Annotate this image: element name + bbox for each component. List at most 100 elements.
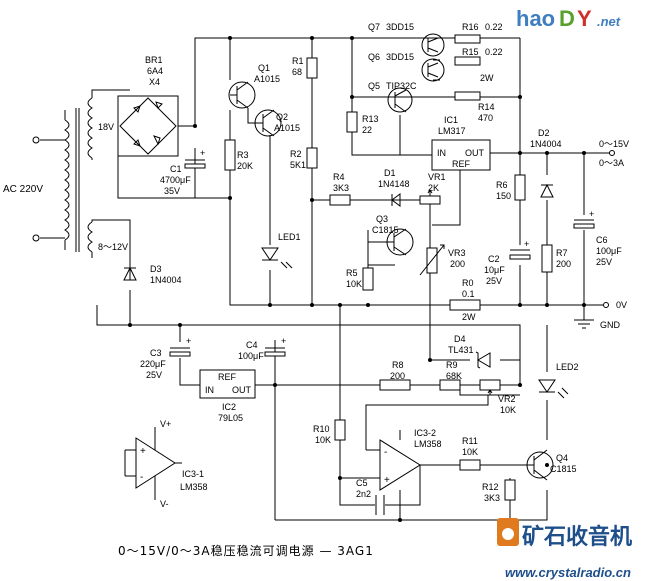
d1-type: 1N4148 xyxy=(378,179,410,189)
r12-body xyxy=(504,479,516,501)
r15-value: 0.22 xyxy=(485,47,503,57)
component-labels: C1 4700μF 35V Q1 A1015 Q2 A1015 R3 20K R… xyxy=(140,22,629,503)
q1-ref: Q1 xyxy=(258,63,270,73)
ic3-1-ref: IC3-1 xyxy=(182,469,204,479)
d2-type: 1N4004 xyxy=(530,139,562,149)
ac-220v-label: AC 220V xyxy=(3,184,43,195)
d4-ref: D4 xyxy=(454,334,466,344)
junctions xyxy=(128,36,586,522)
r1-ref: R1 xyxy=(292,56,304,66)
c6-value: 100μF xyxy=(596,246,622,256)
r4-body xyxy=(329,194,351,206)
q4-symbol xyxy=(520,449,554,481)
r5-body xyxy=(362,267,374,291)
vr1-ref: VR1 xyxy=(428,172,446,182)
c6-ref: C6 xyxy=(596,235,608,245)
r14-ref: R14 xyxy=(478,102,495,112)
bridge-rectifier-br1: BR1 6A4 X4 xyxy=(117,55,179,157)
r6-ref: R6 xyxy=(496,180,508,190)
d4-type: TL431 xyxy=(448,345,474,355)
ic2-out-pin: OUT xyxy=(232,385,252,395)
r10-ref: R10 xyxy=(313,424,330,434)
watermark-url: www.crystalradio.cn xyxy=(505,565,631,580)
ic1-type: LM317 xyxy=(438,126,466,136)
c4-symbol: + xyxy=(264,336,286,357)
c3-ref: C3 xyxy=(150,348,162,358)
resistors xyxy=(224,34,553,501)
led2-symbol xyxy=(538,379,569,399)
capacitors: + + + + + xyxy=(169,148,595,515)
haodiy-watermark: hao D Y .net xyxy=(516,6,621,31)
r6-body xyxy=(514,174,526,201)
c3-symbol: + xyxy=(169,336,191,357)
transformer: AC 220V 18V 8～12V xyxy=(3,89,131,262)
gnd-label: GND xyxy=(600,320,621,330)
r6-value: 150 xyxy=(496,191,511,201)
secondary-18v-label: 18V xyxy=(98,122,114,132)
ic3-1-vplus: V+ xyxy=(160,419,171,429)
d3-type: 1N4004 xyxy=(150,275,182,285)
ic3-1-vminus: V- xyxy=(160,499,169,509)
c2-value: 10μF xyxy=(484,265,505,275)
ac-terminal-bottom xyxy=(32,234,40,242)
q4-ref: Q4 xyxy=(556,453,568,463)
br1-ref: BR1 xyxy=(145,55,163,65)
r2-ref: R2 xyxy=(290,149,302,159)
ic2-79l05: REF IN OUT xyxy=(199,369,256,399)
r4-ref: R4 xyxy=(333,172,345,182)
c6-symbol: + xyxy=(573,209,595,229)
svg-text:+: + xyxy=(281,336,286,346)
svg-text:+: + xyxy=(589,209,594,219)
r12-value: 3K3 xyxy=(484,493,500,503)
r0-body xyxy=(449,299,481,311)
q2-symbol xyxy=(247,108,282,137)
r15-body xyxy=(454,56,481,66)
led1-ref: LED1 xyxy=(278,232,301,242)
d3-symbol xyxy=(123,266,137,281)
ic2-type: 79L05 xyxy=(218,413,243,423)
c3-value: 220μF xyxy=(140,359,166,369)
r7-body xyxy=(541,244,553,273)
q1-type: A1015 xyxy=(254,74,280,84)
vr2-body xyxy=(479,379,501,391)
ic3-2-opamp: - + xyxy=(379,439,421,491)
watermark-cn-text: 矿石收音机 xyxy=(522,524,632,550)
r1-body xyxy=(306,57,318,79)
r1-value: 68 xyxy=(292,67,302,77)
d2-symbol xyxy=(540,183,554,198)
c2-voltage: 25V xyxy=(486,276,502,286)
r3-body xyxy=(224,139,236,171)
q5-type: TIP32C xyxy=(386,81,417,91)
br1-qty: X4 xyxy=(149,77,160,87)
q7-type: 3DD15 xyxy=(386,22,414,32)
c6-voltage: 25V xyxy=(596,257,612,267)
vr1-body xyxy=(419,195,441,205)
q7-symbol xyxy=(421,33,445,57)
c3-voltage: 25V xyxy=(146,370,162,380)
ground-symbol xyxy=(574,319,594,329)
br1-value: 6A4 xyxy=(147,66,163,76)
r15-power: 2W xyxy=(480,73,494,83)
vr1-value: 2K xyxy=(428,183,439,193)
r13-body xyxy=(346,111,358,133)
ic3-1-type: LM358 xyxy=(180,482,208,492)
r3-value: 20K xyxy=(237,161,253,171)
radio-speaker-icon xyxy=(502,528,514,540)
r7-ref: R7 xyxy=(556,248,568,258)
diodes xyxy=(123,183,569,399)
r2-body xyxy=(306,147,318,169)
output-terminal-pos xyxy=(609,150,615,156)
svg-text:+: + xyxy=(200,148,205,158)
c4-ref: C4 xyxy=(246,340,258,350)
d2-ref: D2 xyxy=(538,128,550,138)
schematic-title: 0～15V/0～3A稳压稳流可调电源 — 3AG1 xyxy=(118,543,374,558)
r9-body xyxy=(439,379,461,391)
r7-value: 200 xyxy=(556,259,571,269)
q3-symbol xyxy=(368,228,414,256)
ic3-2-plus: + xyxy=(384,475,390,486)
vr2-value: 10K xyxy=(500,405,516,415)
c4-value: 100μF xyxy=(238,351,264,361)
r12-ref: R12 xyxy=(482,482,499,492)
ic1-in-pin: IN xyxy=(437,148,446,158)
d3-ref: D3 xyxy=(150,264,162,274)
